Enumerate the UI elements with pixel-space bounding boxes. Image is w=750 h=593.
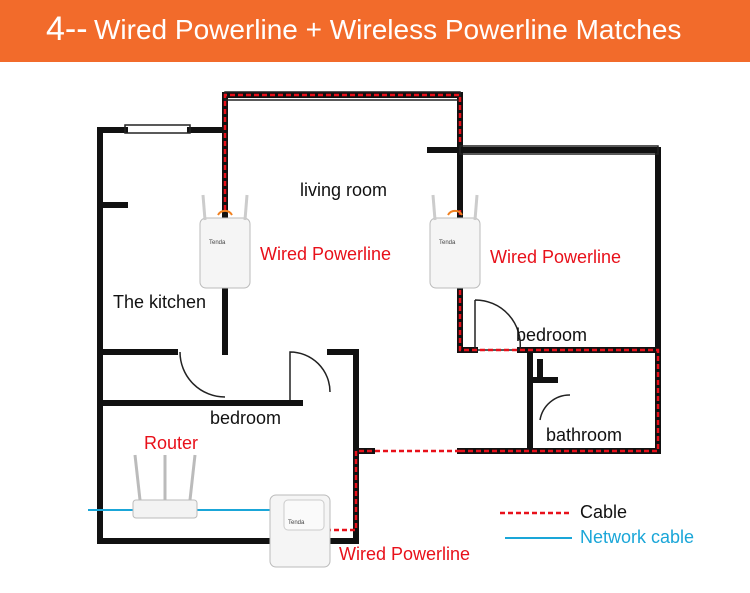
powerline-living-device	[199, 194, 251, 289]
legend-lines	[500, 511, 572, 539]
label-bedroom-left: bedroom	[210, 408, 282, 428]
label-router: Router	[144, 433, 199, 453]
brand-logo-bottom: Tenda	[288, 520, 305, 526]
legend-cable-label: Cable	[580, 502, 628, 522]
section-number: 4--	[46, 10, 88, 48]
cable-route	[223, 93, 660, 532]
label-bathroom: bathroom	[546, 425, 623, 445]
router-device	[132, 454, 198, 519]
label-powerline-living: Wired Powerline	[260, 244, 392, 264]
label-powerline-bedroom: Wired Powerline	[490, 247, 622, 267]
powerline-bottom-device	[269, 494, 331, 568]
label-powerline-bottom: Wired Powerline	[339, 544, 471, 564]
brand-logo-living: Tenda	[209, 240, 226, 246]
windows	[124, 91, 659, 155]
page-title: Wired Powerline + Wireless Powerline Mat…	[94, 14, 682, 45]
powerline-bedroom-device	[429, 194, 481, 289]
legend-network-cable-label: Network cable	[580, 527, 695, 547]
label-kitchen: The kitchen	[113, 292, 207, 312]
walls	[97, 92, 661, 544]
label-living-room: living room	[300, 180, 388, 200]
floor-plan	[88, 91, 661, 568]
title-banner: 4-- Wired Powerline + Wireless Powerline…	[0, 0, 750, 62]
brand-logo-bedroom: Tenda	[439, 240, 456, 246]
label-bedroom-right: bedroom	[516, 325, 588, 345]
